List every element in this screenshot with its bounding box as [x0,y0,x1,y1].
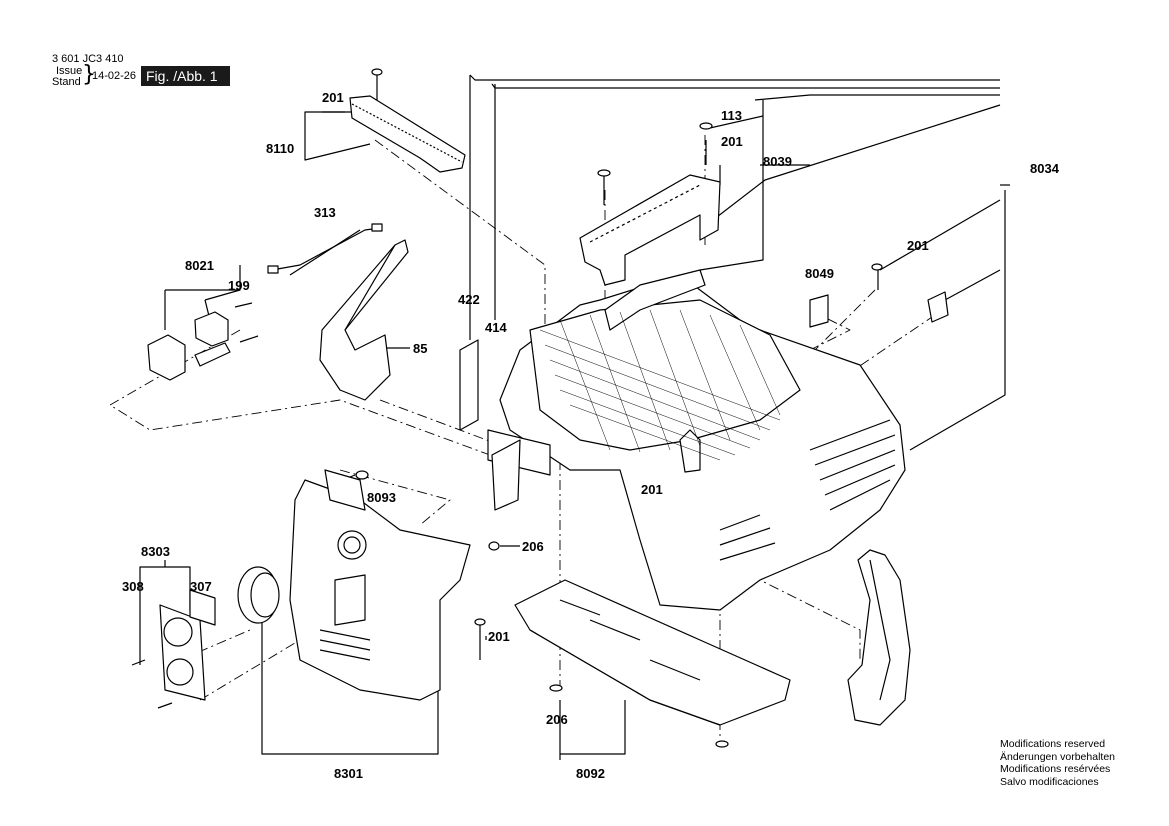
cable-313 [267,223,383,274]
document-number: 3 601 JC3 410 [52,53,124,65]
housing-8034 [499,269,906,611]
callout-201: 201 [641,482,663,497]
callout-313: 313 [314,205,336,220]
washers [355,470,729,748]
handle-part-8110 [349,68,466,173]
callout-307: 307 [190,579,212,594]
knob [237,566,280,624]
callout-308: 308 [122,579,144,594]
callout-113: 113 [721,108,742,123]
callout-414: 414 [485,320,507,335]
note-line: Modifications resérvées [1000,763,1111,775]
base-plate-8092 [514,579,791,726]
modification-notes: Modifications reserved Änderungen vorbeh… [1000,738,1115,788]
callout-85: 85 [413,341,427,356]
callout-8021: 8021 [185,258,214,273]
callout-206: 206 [522,539,544,554]
housing-grid [539,309,781,461]
callout-206: 206 [546,712,568,727]
label-8049 [809,294,829,328]
callout-8092: 8092 [576,766,605,781]
strap-85 [319,239,409,401]
switch-8021 [147,302,259,381]
callout-199: 199 [228,278,250,293]
callout-8301: 8301 [334,766,363,781]
issue-date: 14-02-26 [92,70,137,82]
note-line: Modifications reserved [1000,738,1106,750]
callout-201: 201 [721,134,743,149]
label-422-414 [459,339,551,511]
socket-8303 [131,589,216,709]
callout-8303: 8303 [141,544,170,559]
callout-8093: 8093 [367,490,396,505]
stand-label: Stand [52,76,81,88]
figure-label: Fig. /Abb. 1 [141,66,230,86]
note-line: Änderungen vorbehalten [1000,750,1116,763]
leader-lines [139,74,1010,760]
carry-handle [847,549,911,726]
callout-8110: 8110 [266,141,294,156]
callout-201: 201 [488,629,510,644]
note-line: Salvo modificaciones [1000,775,1099,788]
callout-201: 201 [907,238,929,253]
callout-8049: 8049 [805,266,834,281]
issue-label: Issue [56,65,83,77]
brace-icon: } [82,62,96,87]
callout-labels: 201 8110 113 201 8039 8034 313 8021 199 … [122,90,1060,781]
handle-part-8039 [579,122,721,286]
callout-8034: 8034 [1030,161,1060,176]
callout-8039: 8039 [763,154,792,169]
front-housing-8301 [289,469,471,701]
callout-422: 422 [458,292,480,307]
right-bracket [871,263,949,323]
callout-201: 201 [322,90,344,105]
